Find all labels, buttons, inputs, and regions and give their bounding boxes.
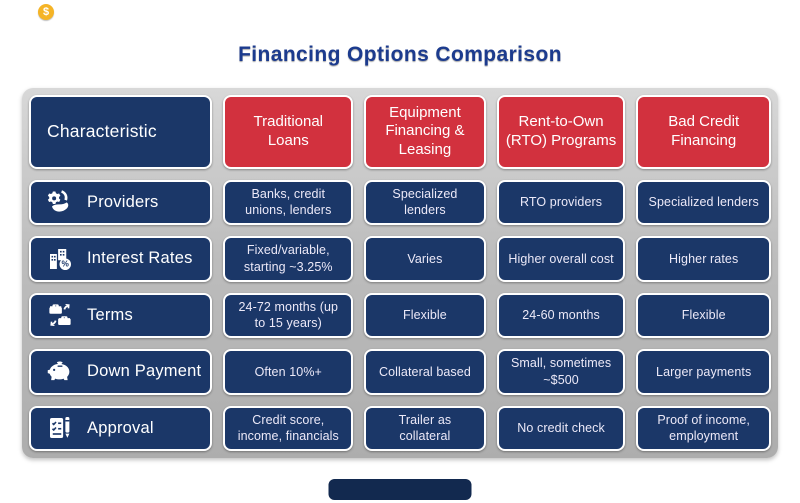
header-col-3: Rent-to-Own (RTO) Programs: [496, 95, 626, 169]
header-col-label: Equipment Financing & Leasing: [385, 103, 465, 159]
header-col-label: Traditional Loans: [253, 113, 324, 149]
cell-r1-c2: Specialized lenders: [364, 179, 486, 226]
header-col-label: Rent-to-Own (RTO) Programs: [505, 113, 617, 149]
row-label-approval: Approval: [29, 405, 213, 451]
cell-value: Flexible: [681, 308, 726, 323]
cell-r5-c1: Credit score, income, financials: [223, 405, 354, 451]
cell-value: Flexible: [402, 308, 447, 323]
building-percent-icon: %: [44, 243, 76, 275]
cell-value: 24-60 months: [522, 308, 600, 323]
cell-r3-c1: 24-72 months (up to 15 years): [223, 292, 354, 339]
page-title: Financing Options Comparison: [238, 43, 562, 66]
header-col-1: Traditional Loans: [223, 95, 354, 169]
cell-value: 24-72 months (up to 15 years): [238, 299, 339, 331]
cell-r3-c4: Flexible: [636, 292, 771, 339]
cell-r2-c2: Varies: [364, 236, 486, 282]
row-label-interest-rates: % Interest Rates: [29, 236, 213, 282]
cell-value: No credit check: [517, 421, 605, 436]
row-label-text: Down Payment: [87, 362, 202, 381]
cell-r4-c3: Small, sometimes ~$500: [496, 349, 626, 395]
cell-value: Specialized lenders: [648, 195, 759, 210]
hand-gear-icon: [44, 186, 76, 218]
cell-r3-c2: Flexible: [364, 292, 486, 339]
comparison-grid: Characteristic Traditional Loans Equipment…: [29, 95, 771, 451]
cell-r5-c3: No credit check: [496, 405, 626, 451]
cell-value: Often 10%+: [254, 364, 322, 379]
header-col-label: Bad Credit Financing: [668, 113, 740, 149]
cell-r5-c2: Trailer as collateral: [364, 405, 486, 451]
cell-r1-c3: RTO providers: [496, 179, 626, 226]
cell-value: Varies: [407, 251, 443, 266]
row-label-text: Providers: [87, 192, 159, 211]
cell-value: Larger payments: [656, 364, 752, 379]
row-label-down-payment: Down Payment: [29, 349, 213, 395]
cell-r5-c4: Proof of income, employment: [636, 405, 771, 451]
comparison-table: Characteristic Traditional Loans Equipment…: [22, 88, 778, 458]
header-characteristic: Characteristic: [29, 95, 213, 169]
row-label-providers: Providers: [29, 179, 213, 226]
money-icon: $: [38, 4, 54, 20]
cell-value: Fixed/variable, starting ~3.25%: [243, 243, 333, 274]
cell-value: RTO providers: [520, 195, 603, 210]
cell-r2-c4: Higher rates: [636, 236, 771, 282]
cell-value: Trailer as collateral: [398, 412, 452, 444]
cell-r3-c3: 24-60 months: [496, 292, 626, 339]
header-characteristic-label: Characteristic: [47, 121, 157, 142]
cell-r2-c3: Higher overall cost: [496, 236, 626, 282]
cell-value: Proof of income, employment: [657, 412, 750, 444]
cell-value: Specialized lenders: [392, 186, 458, 218]
cell-r4-c2: Collateral based: [364, 349, 486, 395]
cell-r1-c1: Banks, credit unions, lenders: [223, 179, 354, 226]
row-label-text: Terms: [87, 305, 133, 324]
svg-text:%: %: [61, 259, 69, 268]
dollar-glyph: $: [42, 5, 50, 18]
briefcase-exchange-icon: [44, 299, 76, 331]
cell-r1-c4: Specialized lenders: [636, 179, 771, 226]
piggy-bank-icon: [44, 356, 76, 388]
row-label-terms: Terms: [29, 292, 213, 339]
cell-value: Higher overall cost: [508, 251, 614, 266]
cell-r4-c4: Larger payments: [636, 349, 771, 395]
cell-r2-c1: Fixed/variable, starting ~3.25%: [223, 236, 354, 282]
footer-logo-bar: [328, 479, 472, 500]
checklist-pen-icon: [44, 412, 76, 444]
cell-value: Higher rates: [669, 251, 739, 266]
row-label-text: Interest Rates: [87, 249, 193, 268]
header-col-4: Bad Credit Financing: [636, 95, 771, 169]
header-col-2: Equipment Financing & Leasing: [364, 95, 486, 169]
cell-value: Banks, credit unions, lenders: [245, 186, 332, 218]
cell-value: Credit score, income, financials: [237, 412, 339, 444]
cell-value: Small, sometimes ~$500: [510, 356, 612, 387]
cell-r4-c1: Often 10%+: [223, 349, 354, 395]
row-label-text: Approval: [87, 418, 154, 437]
cell-value: Collateral based: [378, 364, 471, 379]
